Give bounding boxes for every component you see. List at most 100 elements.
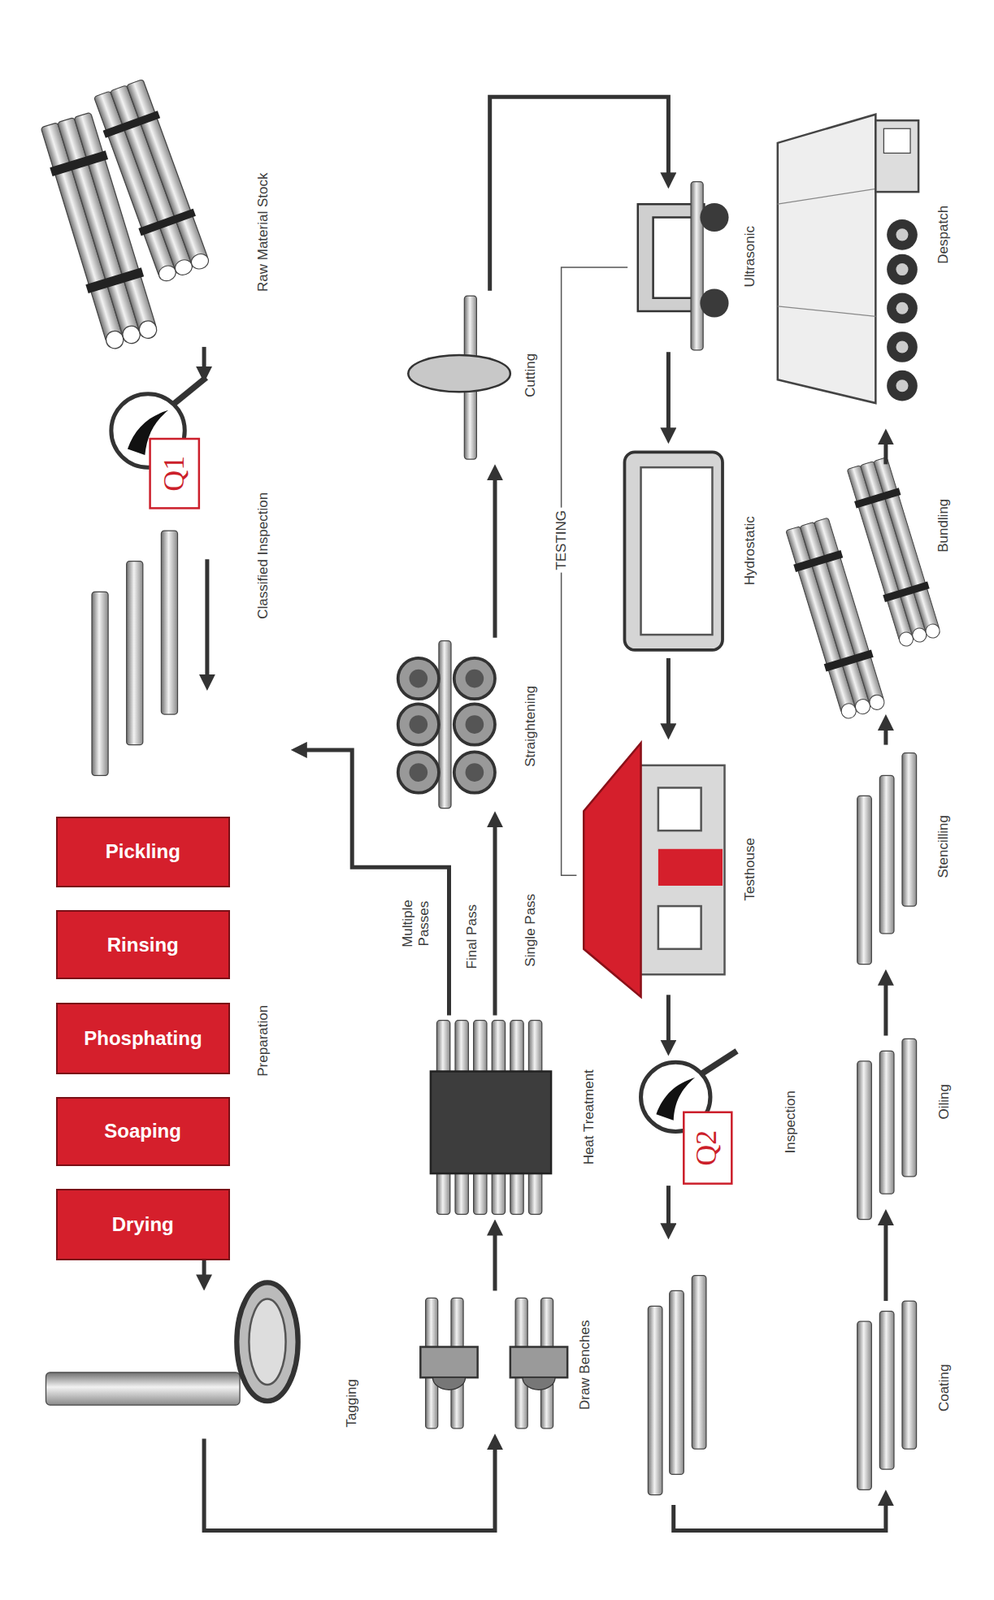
- station-label: Stencilling: [935, 815, 952, 879]
- straightening-rollers-part: [454, 658, 495, 699]
- flow-arrow: [883, 974, 888, 1037]
- truck-part: [886, 370, 918, 402]
- station-label: Cutting: [522, 353, 539, 398]
- process-box: Soaping: [56, 1097, 230, 1167]
- tag-ring-part: [236, 1282, 298, 1402]
- straightening-rollers-part: [398, 703, 439, 745]
- finishing-tubes: [857, 753, 917, 1491]
- magnifier-q1-part: [204, 559, 209, 686]
- flow-arrow: [493, 816, 498, 1016]
- raw-stock-bundles: [38, 78, 214, 352]
- station-label: Hydrostatic: [742, 516, 759, 586]
- truck-part: [886, 292, 918, 324]
- truck-part: [777, 306, 877, 317]
- magnifier-q1-part: [173, 377, 206, 405]
- truck-part: [883, 128, 911, 153]
- box-label: Drying: [112, 1213, 174, 1237]
- process-box: Drying: [56, 1189, 230, 1261]
- process-station: Bundling: [775, 464, 960, 715]
- process-box: Rinsing: [56, 910, 230, 980]
- process-station: Testhouse: [576, 739, 765, 995]
- magnifier-q1: [111, 377, 208, 686]
- station-label: Draw Benches: [576, 1320, 593, 1411]
- tag-ring-part: [248, 1299, 286, 1385]
- flow-arrow: [295, 750, 450, 1016]
- pass-label: Single Pass: [522, 894, 539, 968]
- testhouse-building-part: [658, 849, 723, 886]
- straightening-rollers-part: [409, 763, 429, 782]
- draw-bench-units-part: [522, 1377, 556, 1390]
- truck-part: [886, 219, 918, 251]
- finishing-tubes-part: [879, 1050, 895, 1194]
- process-station: Stencilling: [851, 745, 960, 970]
- cutting-disc-part: [408, 355, 511, 392]
- quality-mark: Q1: [157, 455, 191, 492]
- process-station: Tagging: [40, 1290, 378, 1439]
- edge-label: TESTING: [553, 507, 570, 573]
- flow-arrow: [490, 96, 669, 291]
- classified-tubes-part: [91, 591, 109, 776]
- testhouse-building-part: [658, 906, 702, 950]
- straightening-rollers-part: [398, 751, 439, 793]
- process-station: PreparationPicklingRinsingPhosphatingSoa…: [48, 809, 294, 1269]
- testhouse-building-part: [583, 742, 641, 998]
- straightening-rollers-part: [465, 715, 485, 734]
- flow-arrow: [883, 719, 888, 746]
- process-station: Heat Treatment: [423, 1015, 613, 1220]
- draw-bench-units-part: [510, 1347, 568, 1379]
- furnace: [430, 1020, 552, 1216]
- furnace-part: [430, 1072, 552, 1175]
- straightening-rollers-part: [465, 669, 485, 689]
- flow-arrow: [666, 658, 671, 735]
- process-station: Hydrostatic: [617, 443, 766, 659]
- bundled-tubes: [783, 456, 944, 721]
- inspected-tubes-part: [647, 1306, 663, 1495]
- finishing-tubes-part: [902, 1038, 917, 1177]
- inspected-tubes: [647, 1276, 707, 1496]
- station-label: Despatch: [936, 205, 953, 265]
- flow-arrow: [493, 1224, 498, 1292]
- box-label: Rinsing: [107, 933, 179, 957]
- finishing-tubes-part: [902, 753, 917, 907]
- station-label: Bundling: [936, 498, 953, 552]
- process-station: Raw Material Stock: [20, 96, 276, 348]
- process-box: Pickling: [56, 816, 230, 889]
- hydrostatic-frame-part: [624, 451, 723, 651]
- station-label: Ultrasonic: [742, 225, 759, 288]
- magnifier-q2-part: [666, 1185, 671, 1235]
- hydrostatic-frame-part: [641, 467, 713, 635]
- box-label: Phosphating: [83, 1027, 202, 1051]
- raw-stock-bundles-part: [91, 78, 214, 285]
- truck-part: [886, 254, 918, 286]
- testhouse-building: [583, 742, 725, 998]
- box-label: Soaping: [104, 1119, 182, 1143]
- flow-arrow: [673, 1494, 886, 1531]
- flow-arrow: [883, 1214, 888, 1302]
- bracket-line: [561, 267, 629, 876]
- truck-part: [777, 188, 877, 205]
- draw-bench-units-part: [432, 1377, 465, 1390]
- truck-part: [895, 263, 908, 276]
- station-label: Raw Material Stock: [255, 173, 272, 292]
- quality-mark: Q2: [690, 1130, 724, 1167]
- edge-label: Final Pass: [464, 902, 481, 972]
- straightening-rollers-part: [454, 703, 495, 745]
- process-station: Draw Benches: [408, 1290, 603, 1434]
- finishing-tubes-part: [902, 1301, 917, 1450]
- box-label: Pickling: [105, 840, 181, 864]
- straightening-rollers-part: [409, 669, 429, 689]
- flow-arrow: [666, 994, 671, 1051]
- truck-part: [895, 379, 908, 392]
- finishing-tubes-part: [879, 775, 895, 934]
- classified-tubes-part: [126, 561, 144, 746]
- magnifier-q2: [641, 1050, 738, 1235]
- ultrasonic-tester-part: [690, 182, 704, 351]
- flow-arrow: [204, 1438, 495, 1531]
- flow-arrow: [493, 468, 498, 639]
- straightening-rollers: [398, 641, 495, 809]
- station-label: Tagging: [343, 1378, 361, 1428]
- straightening-rollers-part: [465, 763, 485, 782]
- finishing-tubes-part: [879, 1311, 895, 1471]
